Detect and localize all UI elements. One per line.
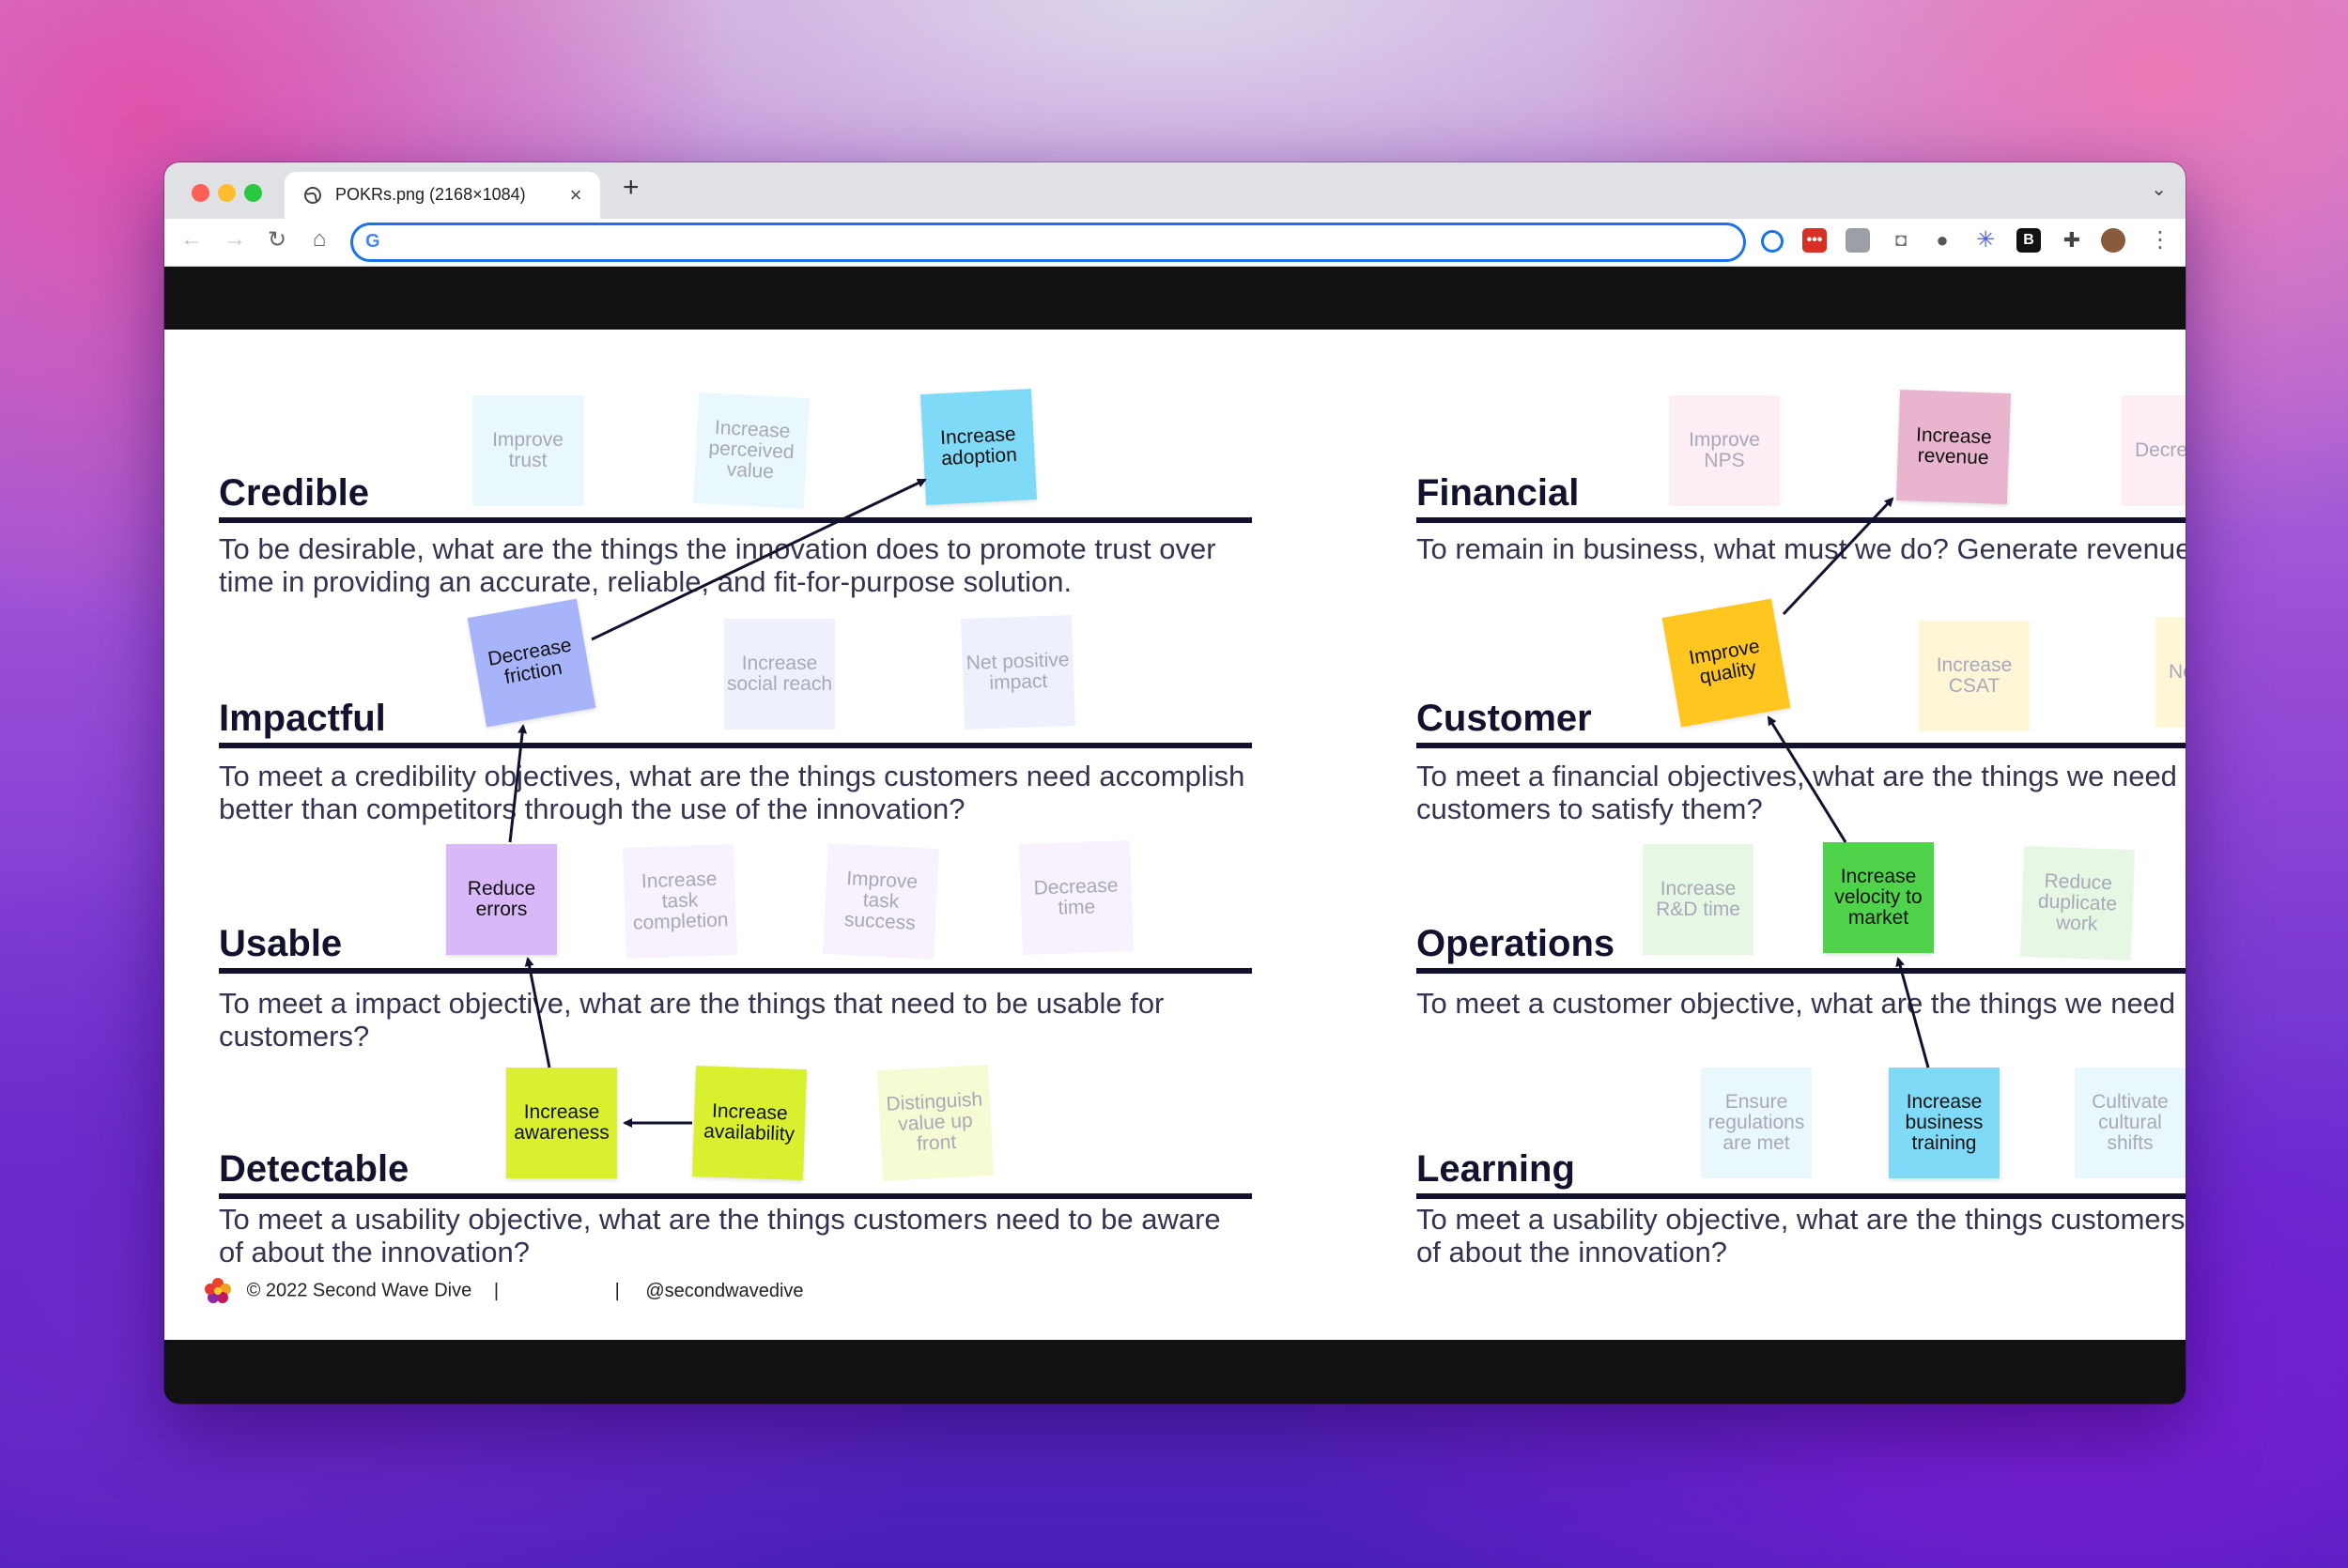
camera-icon[interactable]: ◘ [1889,228,1913,253]
image-background-top [164,267,2186,330]
close-icon[interactable]: × [569,183,582,207]
address-bar[interactable]: G [350,223,1746,262]
heading-credible: Credible [219,472,370,514]
home-icon[interactable]: ⌂ [312,226,327,252]
sticky-note: Improve trust [472,395,583,506]
sparkle-icon[interactable]: ✳ [1973,228,1998,253]
desc-impactful: To meet a credibility objectives, what a… [219,760,1245,825]
heading-customer: Customer [1416,698,1592,739]
sticky-note: Improve NPS [1669,395,1780,506]
browser-toolbar: ← → ↻ ⌂ G ••• ◘ ● ✳ B ✚ ⋮ [164,219,2186,267]
desc-learning: To meet a usability objective, what are … [1416,1203,2186,1268]
copyright-text: © 2022 Second Wave Dive [246,1280,472,1301]
extension-circle-icon[interactable] [1761,230,1784,253]
divider [1416,1193,2186,1199]
heading-impactful: Impactful [219,698,386,739]
slide-footer: © 2022 Second Wave Dive | | @secondwaved… [204,1277,804,1305]
sticky-note-active: Increase business training [1889,1068,2000,1178]
heading-learning: Learning [1416,1148,1575,1190]
divider [1416,517,2186,523]
sticky-note: Ne [2155,617,2186,728]
reload-icon[interactable]: ↻ [267,227,287,253]
menu-icon[interactable]: ⋮ [2149,227,2171,253]
minimize-window-button[interactable] [218,184,236,202]
image-background-bottom [164,1340,2186,1404]
footer-separator: | [614,1280,620,1301]
desc-credible: To be desirable, what are the things the… [219,532,1216,598]
divider [219,743,1252,748]
tab-pokrs[interactable]: POKRs.png (2168×1084) × [285,172,600,219]
puzzle-icon[interactable]: ✚ [2060,228,2084,253]
divider [1416,968,2186,974]
google-icon: G [365,231,380,252]
flower-logo [205,1278,231,1303]
sticky-note: Cultivate cultural shifts [2075,1068,2186,1178]
sticky-note: Increase social reach [724,619,835,730]
chevron-down-icon[interactable]: ⌄ [2151,179,2167,200]
heading-detectable: Detectable [219,1148,409,1190]
sticky-note: Ensure regulations are met [1701,1068,1812,1178]
footer-separator: | [493,1280,500,1301]
divider [219,968,1252,974]
forward-icon[interactable]: → [224,226,246,252]
tab-title: POKRs.png (2168×1084) [335,185,526,204]
extension-dots-icon[interactable]: ••• [1802,228,1827,253]
desc-financial: To remain in business, what must we do? … [1416,532,2186,565]
social-handle: @secondwavedive [645,1280,804,1301]
divider [219,1193,1252,1199]
chat-icon[interactable]: ● [1930,228,1954,253]
desc-customer: To meet a financial objectives, what are… [1416,760,2177,825]
sticky-note-active: Increase velocity to market [1823,842,1934,953]
back-icon[interactable]: ← [180,226,203,252]
heading-financial: Financial [1416,472,1580,514]
divider [219,517,1252,523]
globe-icon [304,187,321,204]
tab-strip: POKRs.png (2168×1084) × + ⌄ [164,162,2186,219]
heading-operations: Operations [1416,923,1615,964]
browser-window: POKRs.png (2168×1084) × + ⌄ ← → ↻ ⌂ G ••… [164,162,2186,1404]
sticky-note: Increase CSAT [1919,621,2030,731]
sticky-note-active: Increase awareness [506,1068,617,1178]
sticky-note: Increase R&D time [1643,844,1753,955]
plus-icon[interactable]: + [623,172,640,203]
heading-usable: Usable [219,923,343,964]
desc-usable: To meet a impact objective, what are the… [219,987,1165,1053]
close-window-button[interactable] [192,184,209,202]
desc-detectable: To meet a usability objective, what are … [219,1203,1221,1268]
bold-b-icon[interactable]: B [2016,228,2041,253]
pokrs-image: Credible To be desirable, what are the t… [164,330,2186,1340]
divider [1416,743,2186,748]
maximize-window-button[interactable] [244,184,262,202]
sticky-note-active: Reduce errors [446,844,557,955]
extension-window-icon[interactable] [1846,228,1870,253]
avatar[interactable] [2101,228,2125,253]
connector-arrows [508,478,1930,1128]
desc-operations: To meet a customer objective, what are t… [1416,987,2176,1020]
sticky-note: Decre cos [2122,395,2186,506]
